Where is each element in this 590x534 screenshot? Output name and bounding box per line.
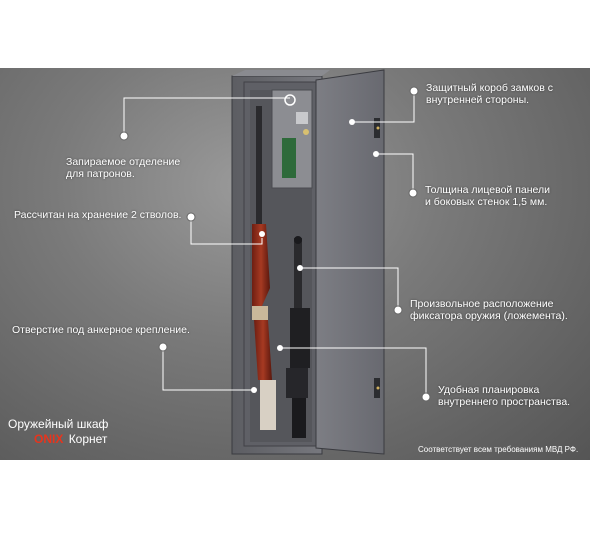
callout-line: внутренней стороны. — [426, 94, 530, 106]
leader-thickness — [376, 153, 414, 189]
callout-line: Толщина лицевой панели — [425, 184, 551, 196]
product-model: Корнет — [68, 432, 108, 446]
callout-barrel-capacity: Рассчитан на хранение 2 стволов. — [14, 209, 181, 221]
marker-ammo — [119, 131, 129, 141]
product-title: Оружейный шкаф ONIX Корнет — [8, 417, 108, 447]
callout-panel-thickness: Толщина лицевой панели и боковых стенок … — [425, 184, 550, 208]
callout-line: Произвольное расположение — [410, 298, 554, 310]
callout-line: Защитный короб замков с — [426, 82, 553, 94]
callout-line: внутреннего пространства. — [438, 396, 571, 408]
point-lockbox — [349, 119, 355, 125]
marker-anchor — [158, 342, 168, 352]
point-layout — [277, 345, 283, 351]
leader-lines — [123, 95, 427, 393]
callout-line: Запираемое отделение — [66, 156, 181, 168]
rifle-tactical — [286, 236, 310, 438]
point-holder — [297, 265, 303, 271]
product-diagram: Запираемое отделение для патронов. Рассч… — [0, 68, 590, 460]
callout-line: для патронов. — [66, 168, 135, 180]
marker-barrels — [186, 212, 196, 222]
leader-lockbox — [352, 95, 415, 123]
callout-markers — [119, 86, 431, 402]
marker-layout — [421, 392, 431, 402]
point-barrels — [259, 231, 265, 237]
leader-barrels — [190, 221, 263, 245]
safe-door — [315, 69, 385, 455]
marker-holder — [393, 305, 403, 315]
leader-holder — [300, 267, 399, 306]
product-prefix: Оружейный шкаф — [8, 417, 109, 431]
callout-line: и боковых стенок 1,5 мм. — [425, 196, 548, 208]
compliance-note: Соответствует всем требованиям МВД РФ. — [418, 445, 579, 454]
callout-line: Рассчитан на хранение 2 стволов. — [14, 209, 182, 221]
safe-illustration — [119, 69, 431, 455]
callout-line: фиксатора оружия (ложемента). — [410, 310, 568, 322]
leader-anchor — [162, 351, 254, 391]
callout-weapon-holder: Произвольное расположение фиксатора оруж… — [410, 298, 568, 322]
callout-line: Отверстие под анкерное крепление. — [12, 324, 190, 336]
callout-interior-layout: Удобная планировка внутреннего пространс… — [438, 384, 570, 408]
marker-thickness — [408, 188, 418, 198]
leader-layout — [280, 347, 427, 393]
callout-lock-box: Защитный короб замков с внутренней сторо… — [426, 82, 553, 106]
callout-line: Удобная планировка — [438, 384, 540, 396]
callout-anchor-hole: Отверстие под анкерное крепление. — [12, 324, 190, 336]
ammo-compartment — [271, 89, 313, 189]
marker-lockbox — [409, 86, 419, 96]
brand-name: ONIX — [34, 432, 64, 446]
leader-ammo — [123, 97, 290, 132]
callout-ammo-compartment: Запираемое отделение для патронов. — [66, 156, 180, 180]
point-anchor — [251, 387, 257, 393]
point-thickness — [373, 151, 379, 157]
